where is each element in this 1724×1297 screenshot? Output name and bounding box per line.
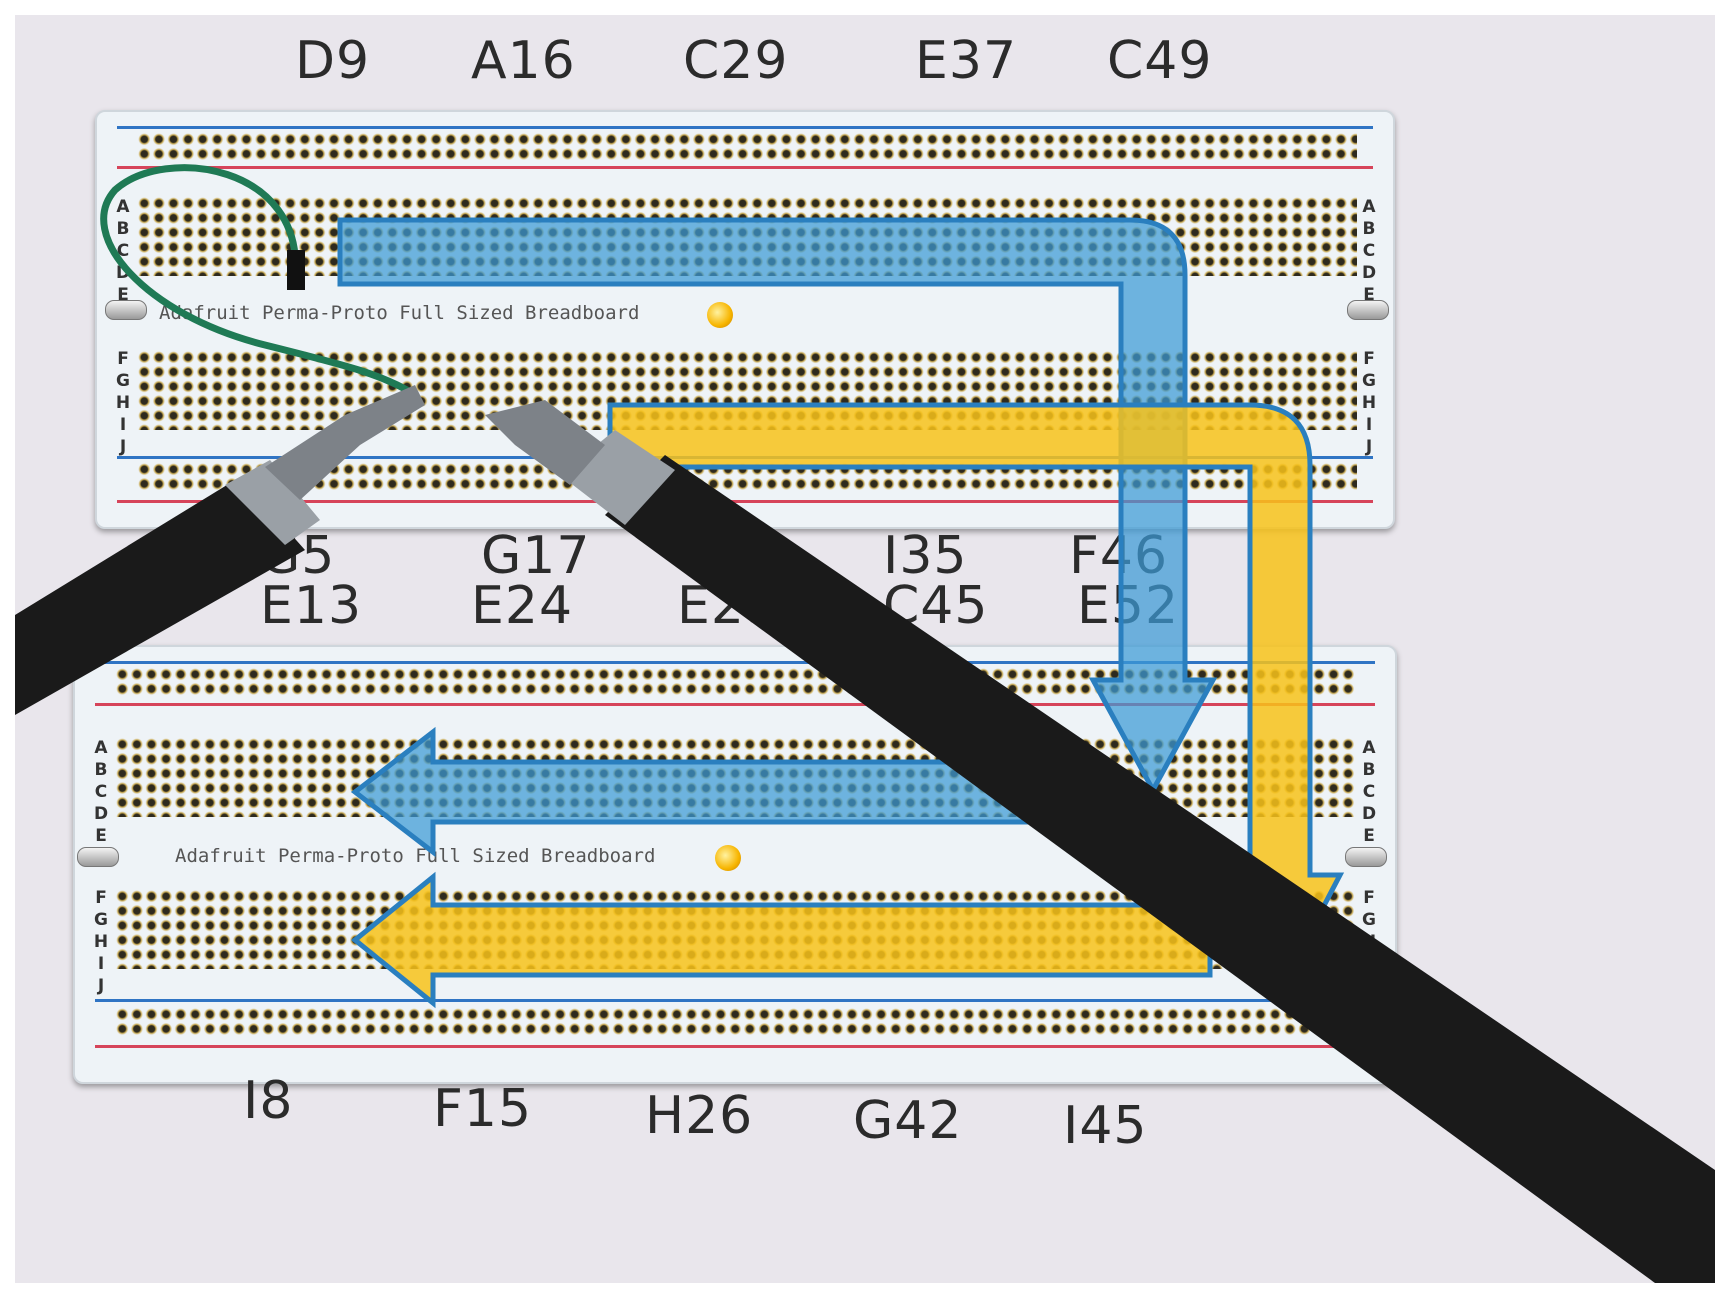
top-label-5: C49 bbox=[1107, 31, 1213, 91]
bottom-label-5: I45 bbox=[1063, 1096, 1148, 1156]
lower-right-screw bbox=[1345, 847, 1387, 867]
blue-arrow-top-segment bbox=[337, 217, 1218, 796]
upper-top-rail-blue bbox=[117, 126, 1373, 129]
lower-bottom-rail-blue bbox=[95, 999, 1375, 1002]
blue-arrow-bottom-segment bbox=[350, 726, 1093, 858]
overlay-graphics bbox=[15, 164, 1715, 1283]
upper-bottom-rail-red bbox=[117, 500, 1373, 503]
top-label-3: C29 bbox=[683, 31, 789, 91]
mid-upper-label-2: G17 bbox=[481, 526, 591, 586]
top-label-4: E37 bbox=[915, 31, 1018, 91]
right-instrument-shaft bbox=[605, 455, 1715, 1283]
bottom-label-2: F15 bbox=[433, 1079, 533, 1139]
bottom-label-1: I8 bbox=[243, 1071, 294, 1131]
mid-upper-label-3: I35 bbox=[883, 526, 968, 586]
lower-top-rail-red bbox=[95, 703, 1375, 706]
upper-silkscreen-label: Adafruit Perma-Proto Full Sized Breadboa… bbox=[159, 302, 640, 324]
right-instrument-jaw bbox=[485, 400, 605, 485]
lower-bottom-rail-red bbox=[95, 1045, 1375, 1048]
left-instrument-metal-collar bbox=[225, 460, 320, 545]
lower-led bbox=[715, 845, 741, 871]
bottom-label-4: G42 bbox=[853, 1091, 963, 1151]
upper-top-rail-holes bbox=[137, 132, 1357, 162]
lower-top-rail-blue bbox=[95, 661, 1375, 664]
upper-led bbox=[707, 302, 733, 328]
left-instrument-shaft bbox=[15, 477, 305, 715]
top-label-1: D9 bbox=[295, 31, 371, 91]
upper-left-screw bbox=[105, 300, 147, 320]
mid-lower-label-1: E13 bbox=[260, 576, 363, 636]
mid-lower-label-2: E24 bbox=[471, 576, 574, 636]
wire-pin-top bbox=[287, 250, 305, 290]
green-wire bbox=[100, 164, 419, 399]
lower-left-screw bbox=[77, 847, 119, 867]
upper-right-screw bbox=[1347, 300, 1389, 320]
upper-top-rail-red bbox=[117, 166, 1373, 169]
lower-silkscreen-label: Adafruit Perma-Proto Full Sized Breadboa… bbox=[175, 845, 656, 867]
bottom-label-3: H26 bbox=[645, 1086, 754, 1146]
yellow-arrow-bottom-segment bbox=[351, 871, 1213, 1009]
top-label-2: A16 bbox=[471, 31, 576, 91]
left-instrument-jaw bbox=[265, 385, 425, 500]
lower-bottom-rail-holes bbox=[115, 1007, 1355, 1037]
